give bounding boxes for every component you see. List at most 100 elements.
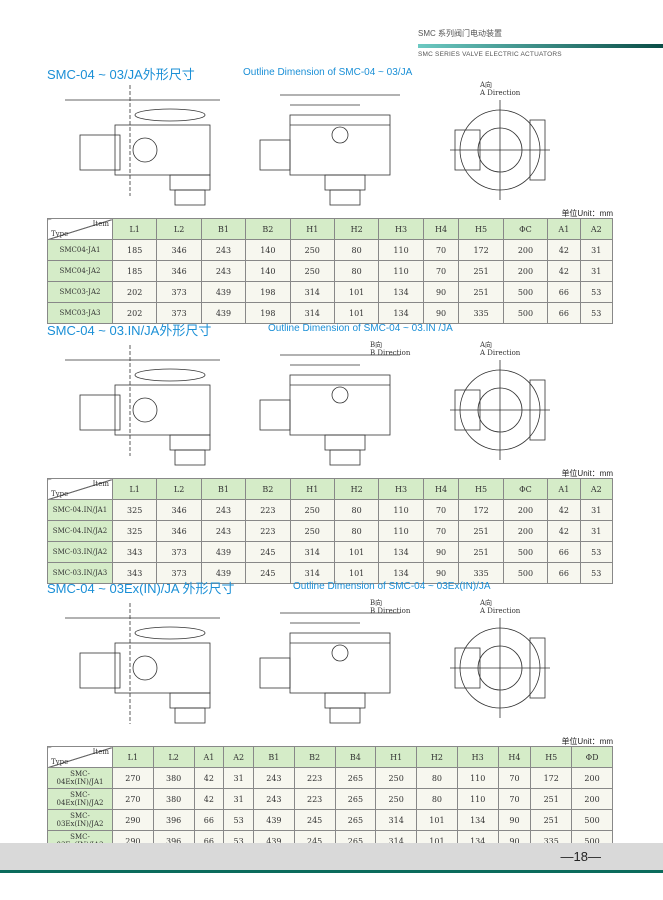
value-cell: 172	[530, 767, 573, 789]
direction-label: B向	[370, 599, 383, 607]
value-cell: 31	[579, 239, 614, 261]
column-header: A1	[193, 746, 225, 768]
value-cell: 134	[378, 302, 424, 324]
value-cell: 243	[200, 239, 247, 261]
direction-label: B Direction	[370, 349, 411, 357]
section-subtitle: Outline Dimension of SMC-04 ~ 03/JA	[243, 67, 413, 78]
front-view	[65, 603, 220, 724]
value-cell: 243	[253, 767, 295, 789]
page-number: —18—	[560, 849, 601, 864]
value-cell: 200	[571, 767, 613, 789]
value-cell: 439	[200, 562, 247, 584]
value-cell: 31	[579, 499, 614, 521]
column-header: B2	[245, 218, 291, 240]
value-cell: 110	[378, 260, 424, 282]
unit-label: 单位Unit：mm	[561, 469, 613, 478]
side-view	[259, 612, 400, 724]
value-cell: 314	[289, 302, 335, 324]
value-cell: 140	[245, 239, 291, 261]
value-cell: 31	[579, 260, 614, 282]
column-header: L1	[112, 746, 154, 768]
value-cell: 31	[223, 767, 254, 789]
value-cell: 110	[378, 499, 424, 521]
direction-label: A Direction	[480, 89, 521, 97]
value-cell: 185	[111, 260, 158, 282]
column-header: H5	[458, 218, 504, 240]
value-cell: 250	[289, 520, 335, 542]
value-cell: 140	[245, 260, 291, 282]
value-cell: 500	[502, 302, 549, 324]
column-header: B1	[253, 746, 295, 768]
item-label: Item	[92, 480, 109, 488]
column-header: H2	[333, 478, 380, 500]
unit-label: 单位Unit：mm	[561, 209, 613, 218]
value-cell: 251	[458, 260, 504, 282]
direction-label: A向	[480, 341, 493, 349]
value-cell: 31	[223, 788, 254, 810]
type-cell: SMC-03.IN/JA2	[47, 541, 113, 563]
value-cell: 42	[547, 239, 581, 261]
value-cell: 251	[458, 541, 504, 563]
value-cell: 243	[200, 520, 247, 542]
column-header: L2	[156, 478, 202, 500]
value-cell: 202	[111, 281, 158, 303]
value-cell: 250	[289, 239, 335, 261]
type-cell: SMC-03Ex(IN)/JA2	[47, 809, 113, 831]
value-cell: 172	[458, 499, 504, 521]
type-cell: SMC03-JA3	[47, 302, 113, 324]
header-english: SMC SERIES VALVE ELECTRIC ACTUATORS	[418, 51, 562, 58]
value-cell: 101	[333, 541, 380, 563]
value-cell: 200	[502, 520, 549, 542]
column-header: L2	[156, 218, 202, 240]
value-cell: 80	[416, 767, 458, 789]
column-header: B4	[334, 746, 377, 768]
column-header: B1	[200, 478, 247, 500]
value-cell: 346	[156, 239, 202, 261]
front-view	[65, 345, 220, 466]
section-title: SMC-04 ~ 03Ex(IN)/JA 外形尺寸	[47, 581, 235, 596]
value-cell: 53	[579, 541, 614, 563]
type-label: Type	[51, 490, 69, 498]
value-cell: 53	[223, 809, 254, 831]
value-cell: 439	[200, 281, 247, 303]
column-header: H1	[289, 478, 335, 500]
column-header: B2	[245, 478, 291, 500]
value-cell: 66	[193, 809, 225, 831]
type-cell: SMC04-JA2	[47, 260, 113, 282]
value-cell: 80	[333, 499, 380, 521]
value-cell: 243	[200, 499, 247, 521]
value-cell: 198	[245, 281, 291, 303]
value-cell: 251	[530, 809, 573, 831]
value-cell: 66	[547, 281, 581, 303]
value-cell: 198	[245, 302, 291, 324]
value-cell: 101	[333, 281, 380, 303]
value-cell: 243	[200, 260, 247, 282]
value-cell: 500	[502, 541, 549, 563]
value-cell: 66	[547, 541, 581, 563]
value-cell: 134	[456, 809, 499, 831]
value-cell: 53	[579, 281, 614, 303]
footer: —18—	[0, 843, 663, 870]
value-cell: 290	[112, 809, 154, 831]
value-cell: 346	[156, 520, 202, 542]
direction-view	[450, 100, 550, 200]
value-cell: 202	[111, 302, 158, 324]
column-header: A2	[579, 218, 614, 240]
type-cell: SMC04-JA1	[47, 239, 113, 261]
value-cell: 70	[422, 260, 460, 282]
direction-label: A向	[480, 599, 493, 607]
value-cell: 373	[156, 302, 202, 324]
value-cell: 70	[497, 788, 532, 810]
value-cell: 134	[378, 562, 424, 584]
value-cell: 314	[289, 281, 335, 303]
value-cell: 200	[502, 260, 549, 282]
